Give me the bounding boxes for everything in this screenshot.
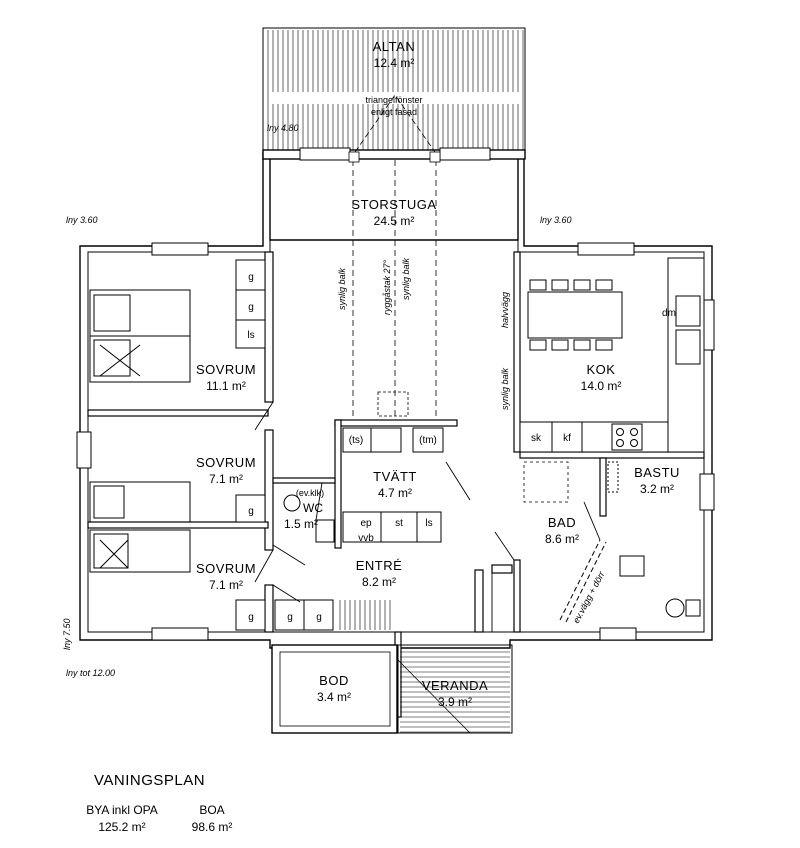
fixture-st: st	[395, 518, 403, 529]
triangle-window-note-1: triangelfönster	[365, 95, 422, 105]
legend-bya-label: BYA inkl OPA	[86, 803, 158, 817]
height-top: lny 4.80	[267, 123, 299, 133]
roof-ridge-label: ryggåstak 27°	[382, 259, 392, 315]
dining-table	[527, 279, 623, 351]
double-bed	[89, 289, 191, 383]
fixture-g-3: g	[248, 506, 254, 517]
height-right: lny 3.60	[540, 215, 572, 225]
sovrum3-name: SOVRUM	[196, 561, 256, 576]
fixture-ts: (ts)	[349, 435, 363, 446]
roof-beams	[352, 160, 437, 420]
legend-title: VANINGSPLAN	[94, 772, 205, 789]
wardrobe-bedroom-1	[235, 259, 266, 349]
fixture-vvb: vvb	[358, 533, 374, 544]
bath-fixtures	[607, 461, 701, 618]
veranda-area: 3.9 m²	[438, 695, 472, 709]
sovrum1-area: 11.1 m²	[206, 379, 246, 393]
entre-name: ENTRÉ	[356, 558, 403, 573]
bod-veranda	[271, 644, 513, 734]
fixture-ep: ep	[360, 518, 372, 529]
wc-name: WC	[303, 501, 323, 515]
altan-name: ALTAN	[373, 39, 415, 54]
fixture-sk: sk	[531, 433, 542, 444]
wc-area: 1.5 m²	[284, 517, 318, 531]
triangle-window-note-2: enligt fasad	[371, 107, 417, 117]
fixture-g-6: g	[316, 612, 322, 623]
sovrum2-name: SOVRUM	[196, 455, 256, 470]
beam-label-2: synlig balk	[401, 257, 411, 300]
wc-toilet	[283, 494, 335, 543]
entre-area: 8.2 m²	[362, 575, 396, 589]
glass-wall	[559, 539, 607, 623]
ev-klk-label: (ev.klk)	[296, 488, 324, 498]
bastu-area: 3.2 m²	[640, 482, 674, 496]
fixture-kf: kf	[563, 433, 571, 444]
fireplace	[377, 391, 409, 417]
height-side: lny 7.50	[62, 618, 72, 650]
storstuga-name: STORSTUGA	[351, 197, 436, 212]
storstuga-area: 24.5 m²	[374, 214, 415, 228]
sovrum3-area: 7.1 m²	[209, 578, 243, 592]
kitchen-counter	[519, 257, 705, 453]
fixture-ls-1: ls	[247, 330, 254, 341]
tvatt-name: TVÄTT	[373, 469, 417, 484]
bad-area: 8.6 m²	[545, 532, 579, 546]
tvatt-area: 4.7 m²	[378, 486, 412, 500]
bod-name: BOD	[319, 673, 349, 688]
bod-area: 3.4 m²	[317, 690, 351, 704]
beam-label-3: synlig balk	[500, 367, 510, 410]
altan-area: 12.4 m²	[374, 56, 415, 70]
bad-name: BAD	[548, 515, 576, 530]
legend-boa-value: 98.6 m²	[192, 820, 233, 834]
laundry-machines	[342, 427, 444, 543]
wardrobe-bedroom-3	[235, 599, 334, 631]
kok-name: KOK	[587, 362, 616, 377]
sovrum2-area: 7.1 m²	[209, 472, 243, 486]
single-bed-2	[89, 529, 191, 573]
altan-deck	[262, 27, 526, 154]
fixture-g-5: g	[287, 612, 293, 623]
fixture-g-1: g	[248, 272, 254, 283]
fixture-tm: (tm)	[419, 435, 437, 446]
bastu-name: BASTU	[634, 465, 680, 480]
beam-label-1: synlig balk	[337, 267, 347, 310]
fixture-ls-2: ls	[425, 518, 432, 529]
legend-bya-value: 125.2 m²	[98, 820, 145, 834]
triangle-window	[348, 94, 441, 163]
single-bed-1	[89, 481, 191, 523]
height-total: lny tot 12.00	[66, 668, 115, 678]
half-wall-label: halvvägg	[500, 292, 510, 328]
door-swings	[254, 401, 601, 632]
wardrobe-bedroom-2	[235, 494, 266, 523]
height-left: lny 3.60	[66, 215, 98, 225]
fixture-g-2: g	[248, 302, 254, 313]
kok-area: 14.0 m²	[581, 379, 622, 393]
fixture-g-4: g	[248, 612, 254, 623]
veranda-name: VERANDA	[422, 678, 488, 693]
dm-label: dm	[662, 308, 676, 319]
legend-boa-label: BOA	[199, 803, 224, 817]
entry-hatch-closet	[339, 600, 391, 630]
sovrum1-name: SOVRUM	[196, 362, 256, 377]
